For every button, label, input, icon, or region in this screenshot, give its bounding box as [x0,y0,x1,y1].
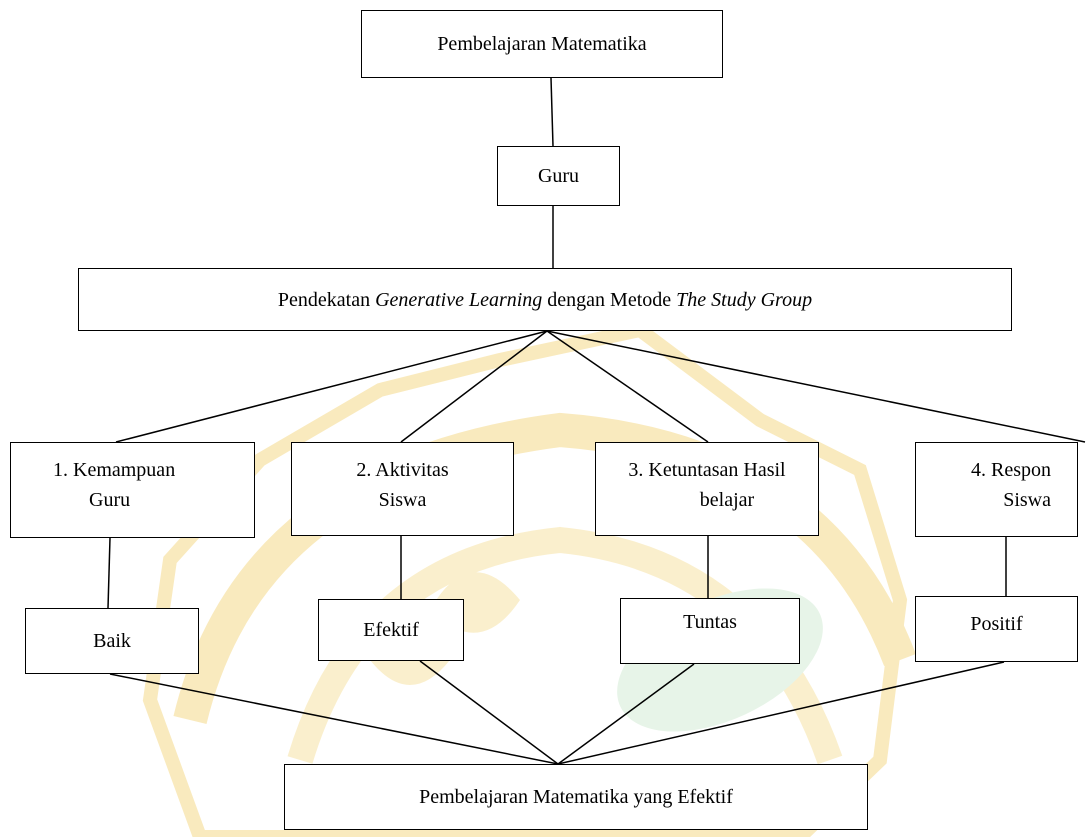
node-label: Baik [93,630,131,652]
node-approach: Pendekatan Generative Learning dengan Me… [78,268,1012,331]
node-pembelajaran-matematika: Pembelajaran Matematika [361,10,723,78]
node-ketuntasan-hasil-belajar: 3. Ketuntasan Hasil belajar [595,442,819,536]
node-guru: Guru [497,146,620,206]
node-label-line2: belajar [699,489,755,511]
connector-results-1-to-outcome [419,660,559,765]
connector-criteria-0-to-results-0 [107,537,111,609]
node-baik: Baik [25,608,199,674]
node-aktivitas-siswa: 2. Aktivitas Siswa [291,442,514,536]
connector-approach-to-criteria-3 [546,330,1086,443]
node-tuntas: Tuntas [620,598,800,664]
node-label: Guru [537,165,580,187]
connector-results-0-to-outcome [109,673,559,765]
watermark-star-outline [142,322,908,837]
node-label-line2: Siswa [378,489,427,511]
connector-approach-to-criteria-1 [400,330,548,443]
connector-results-2-to-outcome [557,663,695,765]
node-label: Pembelajaran Matematika yang Efektif [419,786,733,808]
node-respon-siswa: 4. Respon Siswa [915,442,1078,537]
node-label-line1: 1. Kemampuan [53,459,176,481]
connector-results-3-to-outcome [557,661,1005,765]
node-label: Pembelajaran Matematika [437,33,647,55]
connector-approach-to-criteria-2 [546,330,709,443]
node-label-line1: 4. Respon [971,459,1051,481]
node-label: Tuntas [683,611,737,633]
node-kemampuan-guru: 1. Kemampuan Guru [10,442,255,538]
node-positif: Positif [915,596,1078,662]
node-label-line1: 3. Ketuntasan Hasil [628,459,786,481]
node-label: Efektif [363,619,419,641]
node-efektif: Efektif [318,599,464,661]
node-label-line1: 2. Aktivitas [356,459,449,481]
watermark-arc [173,412,916,724]
node-label: Pendekatan Generative Learning dengan Me… [277,288,813,311]
connector-root-to-guru [550,77,554,147]
node-label: Positif [970,613,1023,635]
node-label-line2: Siswa [1003,489,1051,511]
connector-approach-to-criteria-0 [115,330,548,443]
node-pembelajaran-matematika-efektif: Pembelajaran Matematika yang Efektif [284,764,868,830]
node-label-line2: Guru [89,489,131,511]
